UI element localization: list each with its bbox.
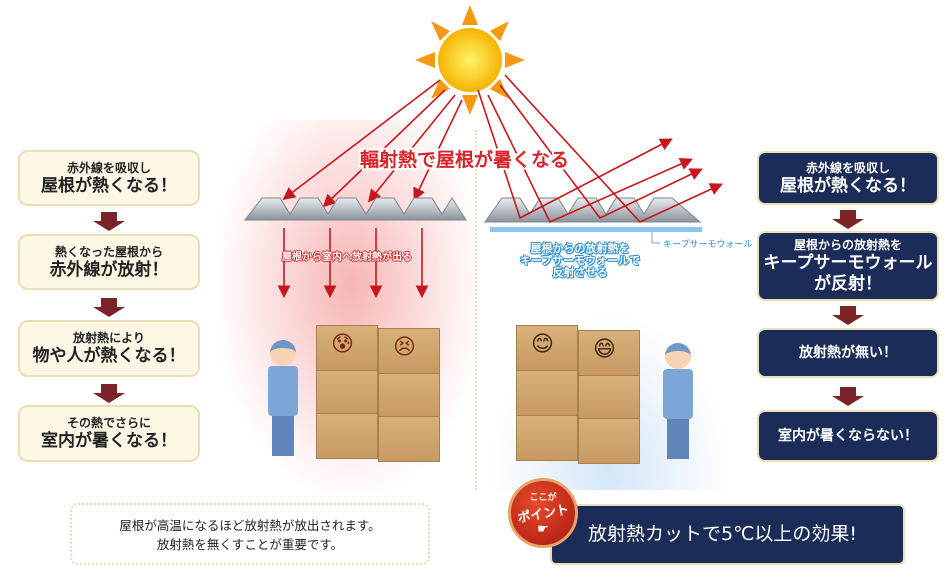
right-step-3: 放射熱が無い！ bbox=[757, 328, 939, 378]
left-step-1: 赤外線を吸収し屋根が熱くなる！ bbox=[18, 150, 200, 206]
right-step-4: 室内が暑くならない！ bbox=[757, 410, 939, 462]
step-line: が反射！ bbox=[814, 274, 882, 294]
step-line: 室内が暑くなる！ bbox=[41, 431, 177, 451]
left-step-4: その熱でさらに室内が暑くなる！ bbox=[18, 405, 200, 462]
downward-heat-arrows bbox=[277, 228, 429, 299]
step-line: 屋根からの放射熱を bbox=[793, 238, 902, 252]
divider bbox=[475, 130, 477, 490]
step-line: キープサーモウォール bbox=[763, 253, 933, 273]
note-line: 放射熱を無くすことが重要です。 bbox=[156, 537, 344, 552]
scene-illustration bbox=[243, 5, 723, 299]
point-badge: ここが ポイント ☛ bbox=[508, 478, 578, 548]
right-step-1: 赤外線を吸収し屋根が熱くなる！ bbox=[757, 151, 939, 205]
thermo-wall-layer bbox=[490, 227, 702, 232]
pointing-hand-icon: ☛ bbox=[537, 522, 549, 537]
step-line: 屋根が熱くなる！ bbox=[41, 175, 177, 196]
reflected-rays bbox=[477, 74, 723, 224]
step-line: 放射熱が無い！ bbox=[799, 344, 897, 361]
step-line: 物や人が熱くなる！ bbox=[32, 346, 186, 366]
point-box: 放射熱カットで5℃以上の効果! bbox=[550, 504, 905, 565]
left-step-2: 熱くなった屋根から赤外線が放射！ bbox=[18, 234, 200, 290]
badge-top: ここが bbox=[529, 493, 557, 503]
right-roof bbox=[484, 197, 702, 223]
caption-line: 屋根からの放射熱を bbox=[530, 242, 630, 255]
step-line: 赤外線を吸収し bbox=[66, 160, 151, 175]
point-text: 放射熱カットで5℃以上の効果! bbox=[588, 523, 858, 545]
caption-line: 反射させる bbox=[552, 266, 608, 279]
main-title: 輻射熱で屋根が暑くなる bbox=[360, 149, 570, 171]
right-scene-caption: 屋根からの放射熱を キープサーモウォールで 反射させる bbox=[510, 243, 650, 279]
step-line: 赤外線が放射！ bbox=[49, 259, 169, 280]
step-line: 放射熱により bbox=[73, 331, 145, 345]
left-step-3: 放射熱により物や人が熱くなる！ bbox=[18, 320, 200, 377]
happy-worker-figure bbox=[660, 343, 696, 459]
hot-worker-figure bbox=[265, 340, 301, 456]
right-step-2: 屋根からの放射熱をキープサーモウォールが反射！ bbox=[757, 231, 939, 301]
note-line: 屋根が高温になるほど放射熱が放出されます。 bbox=[119, 518, 381, 533]
step-line: 室内が暑くならない！ bbox=[778, 427, 918, 444]
label-leader bbox=[651, 232, 660, 244]
left-roof bbox=[243, 197, 467, 221]
product-label: キープサーモウォール bbox=[663, 240, 753, 250]
step-line: 赤外線を吸収し bbox=[805, 160, 890, 175]
left-scene-label: 屋根から室内へ放射熱が出る bbox=[282, 252, 412, 263]
note-box: 屋根が高温になるほど放射熱が放出されます。 放射熱を無くすことが重要です。 bbox=[70, 503, 430, 565]
incoming-rays bbox=[282, 79, 463, 208]
sun-icon bbox=[415, 5, 525, 115]
step-line: 熱くなった屋根から bbox=[54, 244, 163, 259]
step-line: 屋根が熱くなる！ bbox=[780, 175, 916, 196]
caption-line: キープサーモウォールで bbox=[519, 254, 641, 267]
step-line: その熱でさらに bbox=[66, 416, 151, 430]
